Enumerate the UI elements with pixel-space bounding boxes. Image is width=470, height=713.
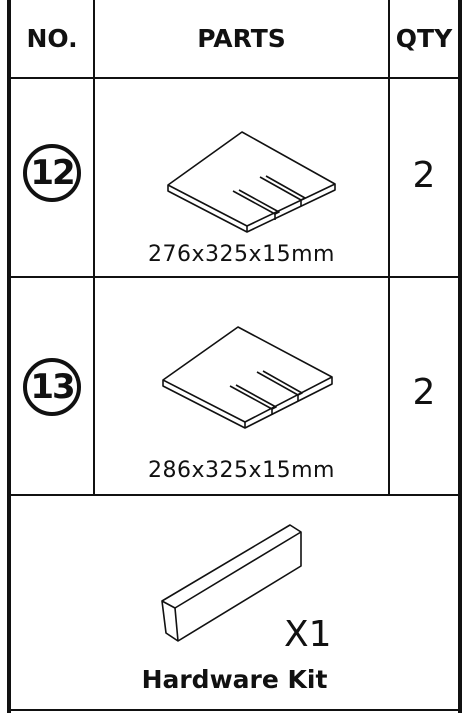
right-border — [458, 0, 462, 713]
part-number-badge: 12 — [23, 144, 81, 202]
row-divider-1 — [9, 276, 461, 278]
part-quantity: 2 — [412, 372, 436, 413]
bottom-border — [9, 709, 461, 711]
header-no: NO. — [26, 24, 78, 53]
part-number-badge: 13 — [23, 358, 81, 416]
col-divider-1 — [93, 0, 95, 495]
header-qty: QTY — [395, 24, 453, 53]
part-dimensions: 276x325x15mm — [148, 242, 335, 267]
part-dimensions: 286x325x15mm — [148, 458, 335, 483]
row-divider-2 — [9, 494, 461, 496]
row-divider-header — [9, 77, 461, 79]
header-parts: PARTS — [197, 24, 286, 53]
left-border — [7, 0, 11, 713]
hardware-count: X1 — [284, 614, 332, 655]
part-quantity: 2 — [412, 155, 436, 196]
hardware-label: Hardware Kit — [141, 665, 328, 694]
col-divider-2 — [388, 0, 390, 495]
